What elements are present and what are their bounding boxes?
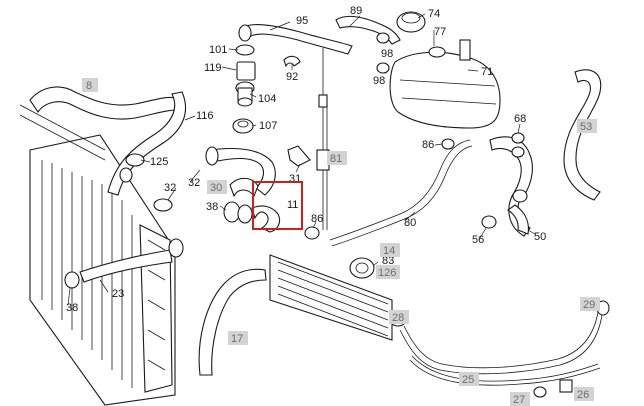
sensor-rod-81 [316, 48, 330, 230]
plain-labels: 95 89 74 77 101 119 92 98 98 71 104 116 … [66, 5, 546, 314]
label-83: 83 [382, 255, 394, 267]
hose-80-inner [331, 145, 473, 247]
label-56: 56 [472, 234, 484, 246]
hose-50 [489, 136, 533, 237]
cooler-lines [389, 300, 610, 398]
label-28: 28 [392, 312, 404, 324]
label-80: 80 [404, 217, 416, 229]
label-104: 104 [258, 93, 276, 105]
clamp-38b [64, 238, 184, 289]
expansion-tank [389, 39, 501, 129]
hose-80 [329, 139, 471, 241]
tagged-labels: 8 53 81 30 14 126 29 28 17 25 26 27 [82, 78, 600, 406]
label-71: 71 [481, 66, 493, 78]
label-32a: 32 [188, 177, 200, 189]
label-81: 81 [330, 153, 342, 165]
label-29: 29 [583, 299, 595, 311]
clamp-68 [511, 132, 528, 203]
label-101: 101 [209, 44, 227, 56]
clamp-32b [153, 198, 173, 212]
label-86b: 86 [311, 213, 323, 225]
label-89: 89 [350, 5, 362, 17]
label-31: 31 [289, 173, 301, 185]
label-92: 92 [286, 71, 298, 83]
label-26: 26 [577, 389, 589, 401]
part-107 [232, 118, 254, 134]
label-30: 30 [210, 182, 222, 194]
label-50: 50 [534, 231, 546, 243]
pump-104 [235, 44, 256, 107]
label-107: 107 [259, 120, 277, 132]
hose-32-upper [209, 147, 276, 196]
clamp-98 [376, 32, 390, 74]
hose-89 [335, 15, 401, 45]
hose-top [29, 86, 179, 120]
label-25: 25 [462, 374, 474, 386]
hose-11 [223, 201, 281, 233]
hose-53 [563, 69, 602, 201]
label-119: 119 [204, 62, 222, 74]
label-68: 68 [514, 113, 526, 125]
hose-23 [79, 249, 173, 283]
leader-lines [67, 13, 536, 306]
label-27: 27 [513, 394, 525, 406]
label-98b: 98 [373, 75, 385, 87]
bracket-31 [287, 145, 311, 167]
label-8: 8 [86, 80, 92, 92]
label-77: 77 [434, 26, 446, 38]
clamp-92 [283, 55, 301, 68]
highlight-box-part-11 [252, 181, 303, 230]
hose-56 [507, 204, 529, 235]
label-14: 14 [383, 245, 395, 257]
hose-17 [198, 268, 267, 376]
label-74: 74 [428, 8, 440, 20]
label-116: 116 [196, 110, 214, 122]
label-98a: 98 [381, 48, 393, 60]
clamp-56 [481, 215, 497, 229]
label-32b: 32 [164, 182, 176, 194]
label-125: 125 [150, 156, 168, 168]
label-17: 17 [231, 333, 243, 345]
oil-cooler [269, 254, 393, 341]
part-83 [349, 257, 375, 279]
label-53: 53 [580, 121, 592, 133]
label-38a: 38 [206, 201, 218, 213]
label-95: 95 [296, 15, 308, 27]
label-126: 126 [378, 267, 396, 279]
hose-95 [241, 23, 353, 55]
clamp-86a [441, 138, 455, 150]
label-11: 11 [287, 199, 298, 211]
label-86a: 86 [422, 139, 434, 151]
label-23: 23 [112, 288, 124, 300]
clamp-125 [119, 153, 145, 183]
cap-74 [396, 11, 426, 33]
clamp-86b [304, 226, 320, 240]
label-38b: 38 [66, 302, 78, 314]
